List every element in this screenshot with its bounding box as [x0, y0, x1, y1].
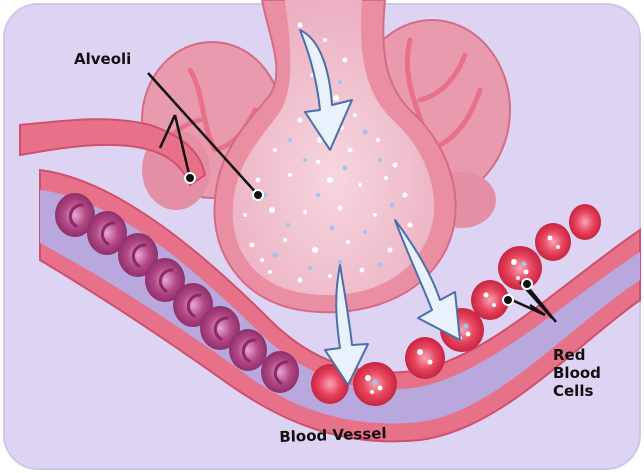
red-blood-cells-label-line-2: Blood	[553, 364, 613, 382]
red-blood-cells-label-line-3: Cells	[553, 382, 613, 400]
red-blood-cells-label-line-1: Red	[553, 346, 613, 364]
blood-vessel-label: Blood Vessel	[279, 424, 387, 446]
red-blood-cells-label: Red Blood Cells	[553, 346, 613, 400]
alveoli-label: Alveoli	[74, 50, 131, 68]
